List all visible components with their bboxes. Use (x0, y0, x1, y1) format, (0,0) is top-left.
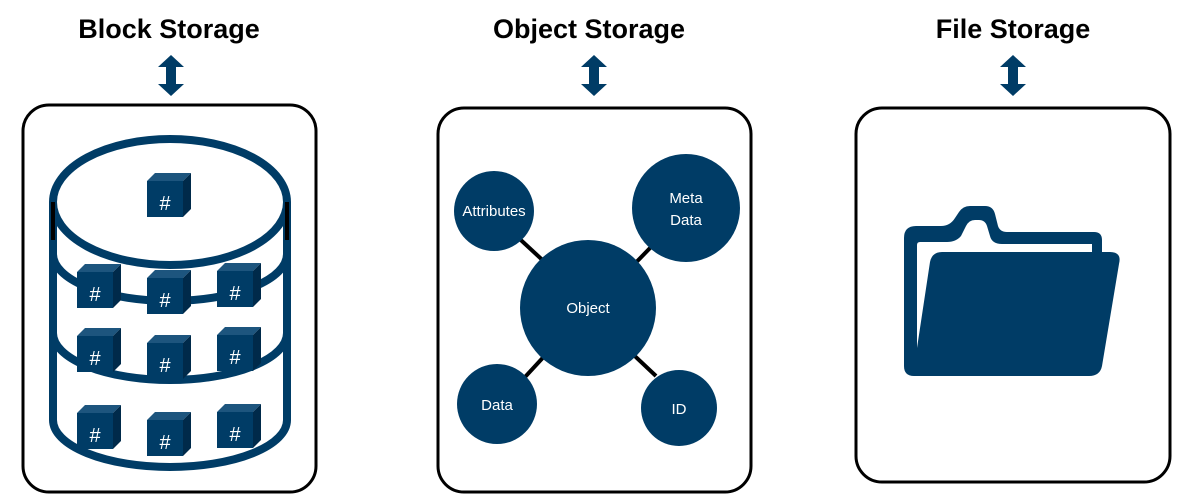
id-node: ID (641, 370, 717, 446)
block-cube-label: # (229, 347, 241, 369)
block-cube-label: # (89, 425, 101, 447)
block-cube: # (147, 270, 191, 314)
block-cube-label: # (159, 290, 171, 312)
object-storage-title: Object Storage (492, 14, 686, 44)
block-cube-label: # (89, 348, 101, 370)
metadata-label-line1: Meta (669, 190, 703, 207)
block-cube-label: # (159, 432, 171, 454)
block-cube: # (77, 405, 121, 449)
block-cube: # (77, 328, 121, 372)
data-label: Data (481, 397, 513, 414)
object-label: Object (566, 300, 610, 317)
block-cube-label: # (159, 193, 171, 215)
block-cube-label: # (159, 355, 171, 377)
block-cube-label: # (89, 284, 101, 306)
block-cube-label: # (229, 424, 241, 446)
file-storage-double-arrow-icon (1000, 55, 1026, 96)
block-cube: # (217, 327, 261, 371)
block-storage-title: Block Storage (78, 14, 260, 44)
metadata-node: Meta Data (632, 154, 740, 262)
block-cube: # (217, 263, 261, 307)
object-node: Object (520, 240, 656, 376)
attributes-label: Attributes (462, 203, 525, 220)
data-node: Data (457, 364, 537, 444)
block-cube: # (217, 404, 261, 448)
metadata-label-line2: Data (670, 212, 702, 229)
block-cube: # (147, 173, 191, 217)
file-storage-title: File Storage (935, 14, 1091, 44)
database-cylinder-icon (49, 135, 291, 471)
block-cube: # (147, 335, 191, 379)
block-cube: # (147, 412, 191, 456)
block-storage-double-arrow-icon (158, 55, 184, 96)
folder-icon (904, 206, 1120, 376)
attributes-node: Attributes (454, 171, 534, 251)
id-label: ID (672, 401, 687, 418)
block-cube-label: # (229, 283, 241, 305)
block-cube: # (77, 264, 121, 308)
object-storage-double-arrow-icon (581, 55, 607, 96)
